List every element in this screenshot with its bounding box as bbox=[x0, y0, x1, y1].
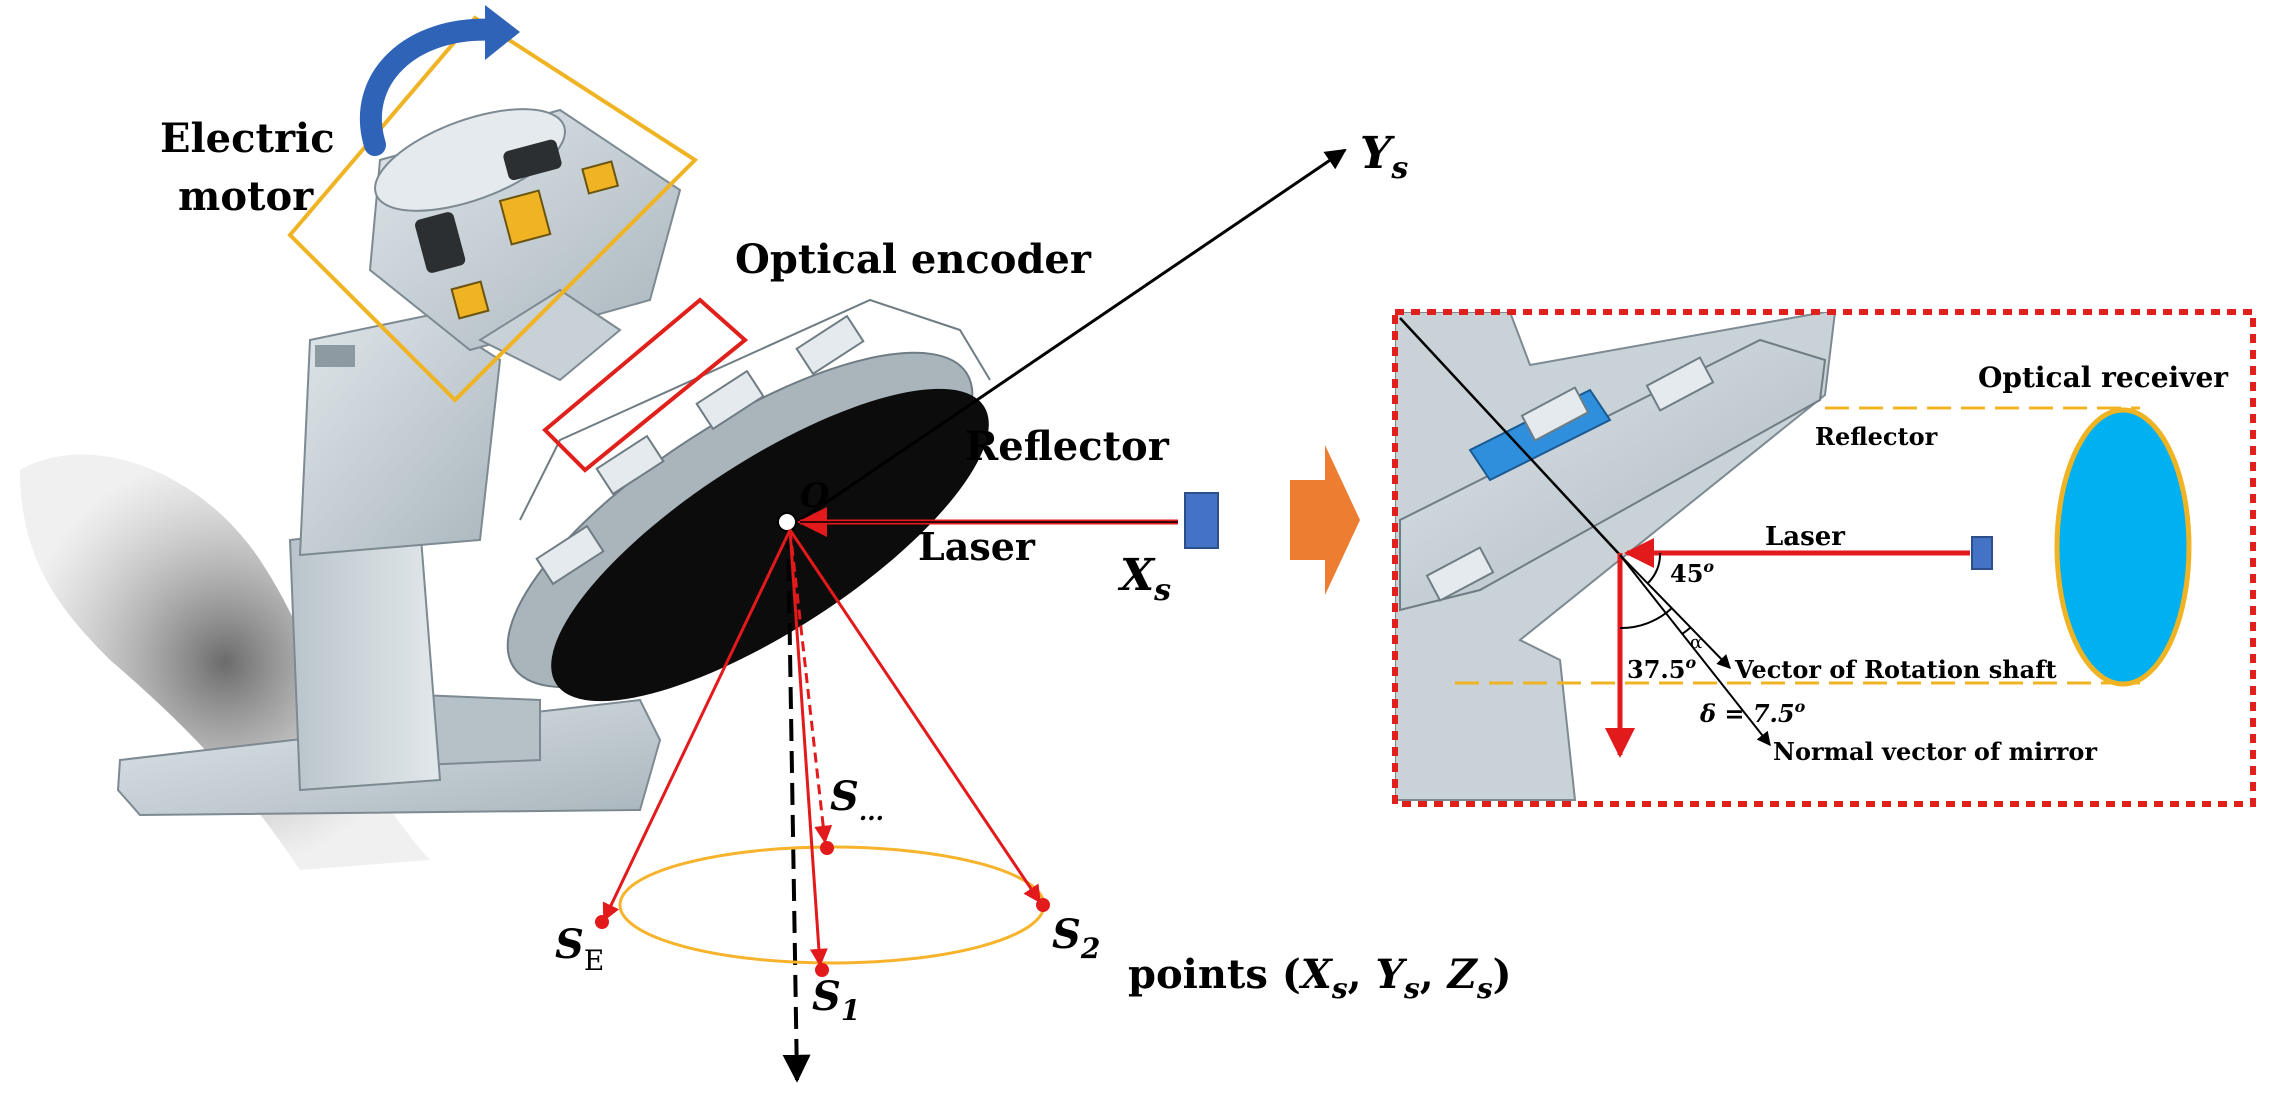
pedestal-upper bbox=[298, 313, 502, 557]
s2-label: S2 bbox=[1052, 911, 1100, 965]
machine-illustration bbox=[20, 108, 991, 870]
origin-label: O bbox=[800, 476, 830, 516]
point-se bbox=[595, 915, 609, 929]
motor-label-line1: Electric bbox=[160, 115, 335, 162]
ray-s2 bbox=[788, 529, 1042, 904]
detail-panel: Optical receiver Reflector Laser 45o 37.… bbox=[1392, 309, 2256, 807]
s1-label: S1 bbox=[812, 973, 860, 1027]
rotation-arrow bbox=[359, 18, 506, 156]
detail-laser-label: Laser bbox=[1765, 522, 1845, 552]
alpha-label: α bbox=[1690, 632, 1702, 653]
angle-45-arc bbox=[1647, 552, 1662, 584]
vertical-axis bbox=[782, 526, 811, 1083]
detail-laser-source bbox=[1971, 536, 1993, 570]
ys-label: Ys bbox=[1360, 128, 1408, 186]
alpha-arc bbox=[1681, 627, 1691, 635]
ray-se bbox=[602, 529, 792, 922]
motor-highlight-frame bbox=[287, 15, 699, 403]
rotation-arrow-head bbox=[485, 5, 520, 60]
shaft-vector bbox=[1619, 554, 1731, 670]
point-sdots bbox=[820, 841, 834, 855]
normal-label: Normal vector of mirror bbox=[1773, 737, 2097, 766]
angle-45-label: 45o bbox=[1670, 557, 1714, 588]
angle-375-label: 37.5o bbox=[1627, 653, 1696, 684]
receiver-label: Optical receiver bbox=[1978, 361, 2229, 394]
detail-panel-border bbox=[1392, 309, 2256, 807]
pedestal-hole bbox=[315, 345, 355, 367]
encoder-highlight-frame bbox=[542, 297, 749, 473]
ray-sdots bbox=[788, 529, 833, 844]
point-s2 bbox=[1036, 898, 1050, 912]
pedestal-column bbox=[288, 523, 442, 792]
transition-arrow bbox=[1290, 445, 1360, 595]
detail-reflector-label: Reflector bbox=[1815, 422, 1938, 451]
se-label: SE bbox=[555, 921, 604, 977]
laser-label: Laser bbox=[918, 524, 1036, 569]
motor-housing bbox=[368, 108, 682, 382]
motor-label-line2: motor bbox=[178, 173, 314, 220]
xs-label: Xs bbox=[1117, 550, 1171, 608]
sdots-label: S... bbox=[830, 773, 884, 826]
delta-label: δ = 7.5o bbox=[1699, 697, 1806, 728]
ys-axis bbox=[789, 148, 1347, 529]
angle-375-arc bbox=[1619, 607, 1673, 630]
scan-circle bbox=[618, 845, 1046, 965]
point-s1 bbox=[815, 963, 829, 977]
encoder-label: Optical encoder bbox=[735, 236, 1092, 283]
reflector-label: Reflector bbox=[965, 423, 1170, 470]
optical-receiver bbox=[2054, 407, 2192, 687]
laser-source bbox=[1184, 492, 1219, 549]
normal-vector bbox=[1619, 554, 1771, 747]
shaft-label: Vector of Rotation shaft bbox=[1734, 655, 2057, 684]
points-label: points (Xs, Ys, Zs) bbox=[1128, 951, 1512, 1005]
origin-point bbox=[777, 512, 797, 532]
ray-s1 bbox=[788, 529, 828, 967]
